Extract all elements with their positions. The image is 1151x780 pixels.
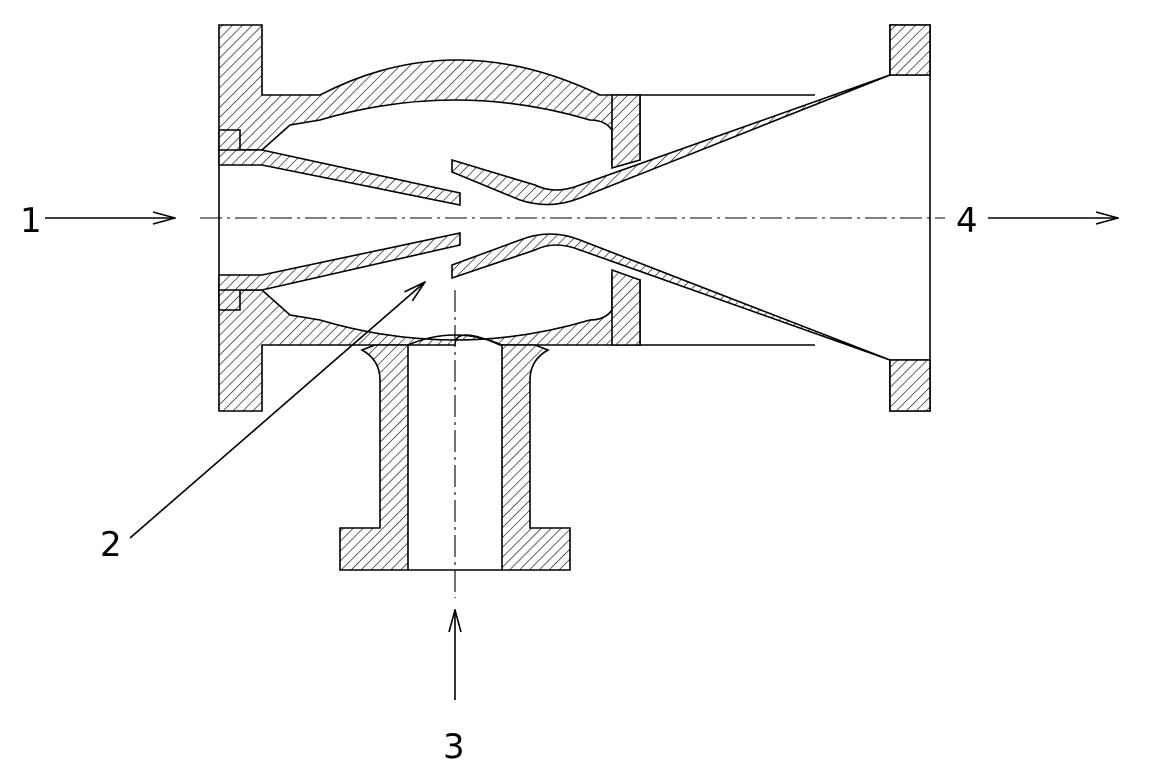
suction-branch-right: [501, 344, 571, 571]
callout-3: 3: [443, 727, 465, 767]
suction-bore: [407, 334, 503, 571]
outlet-flange-bottom: [889, 359, 931, 412]
inlet-flange-top: [218, 24, 641, 166]
callout-1: 1: [20, 201, 42, 241]
callout-2: 2: [100, 525, 122, 565]
nozzle-upper: [218, 149, 461, 206]
housing-rib-bottom: [611, 268, 641, 346]
nozzle-lower: [218, 232, 461, 291]
suction-branch-left: [339, 344, 409, 571]
inlet-flange-bottom: [218, 274, 641, 412]
outlet-flange-top: [889, 24, 931, 76]
leader-2: [129, 282, 425, 539]
diffuser-upper: [451, 24, 931, 206]
housing-rib-top: [611, 94, 641, 170]
callout-4: 4: [956, 201, 978, 241]
